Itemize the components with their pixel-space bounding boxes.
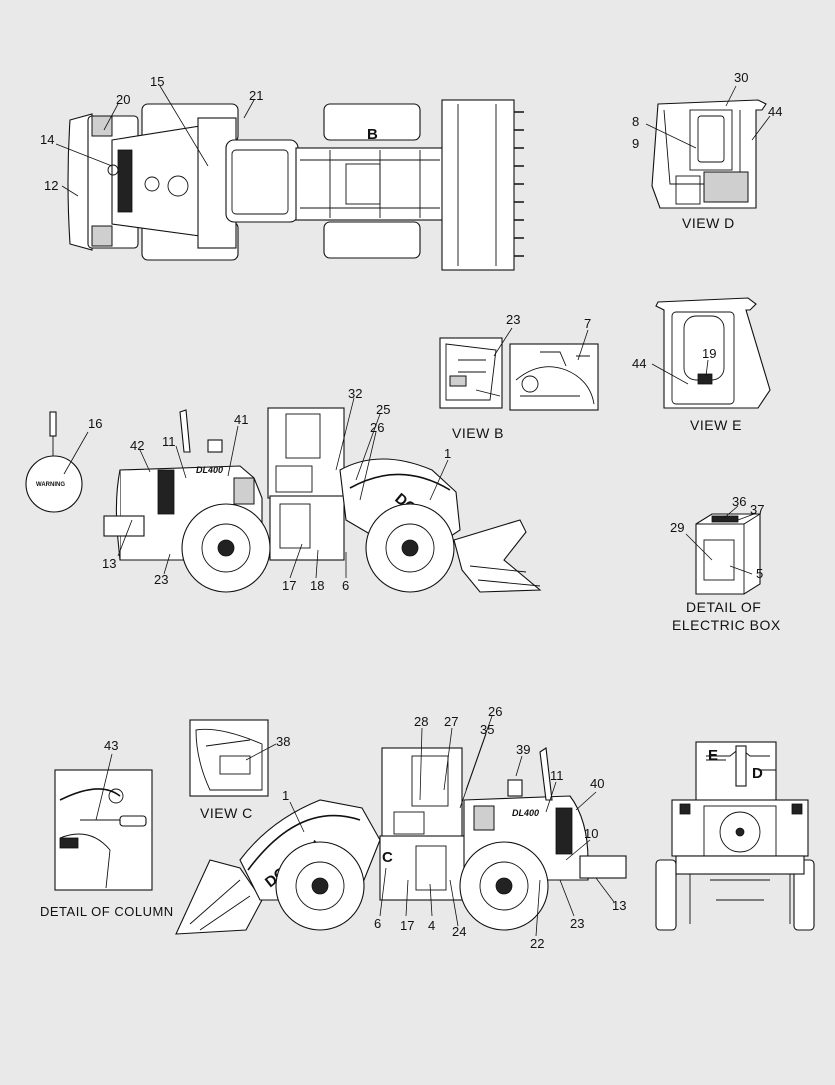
callout-16: 16 [88,416,102,431]
electric-box: 36 37 29 5 DETAIL OF ELECTRIC BOX [670,494,781,633]
callout-5: 5 [756,566,763,581]
model-label-left: DL400 [196,465,223,475]
side-view-left: DOOSAN DL400 32 25 41 26 42 11 1 1 [102,386,542,593]
callout-1-right: 1 [282,788,289,803]
view-b-title: VIEW B [452,425,504,441]
rear-view: E D [655,741,815,931]
callout-42: 42 [130,438,144,453]
callout-36: 36 [732,494,746,509]
callout-21: 21 [249,88,263,103]
callout-41: 41 [234,412,248,427]
callout-30: 30 [734,70,748,85]
callout-12: 12 [44,178,58,193]
callout-11-right: 11 [550,768,564,783]
callout-44-view-e: 44 [632,356,646,371]
callout-18: 18 [310,578,324,593]
view-e-marker: E [708,747,718,764]
warning-tag: 16 WARNING [25,411,102,513]
callout-29: 29 [670,520,684,535]
callout-23-right: 23 [570,916,584,931]
callout-44: 44 [768,104,782,119]
callout-39: 39 [516,742,530,757]
callout-35: 35 [480,722,494,737]
callout-8: 8 [632,114,639,129]
callout-22: 22 [530,936,544,951]
svg-text:B: B [367,126,378,143]
warning-tag-text: WARNING [36,482,65,488]
view-d-title: VIEW D [682,215,735,231]
top-view: B 20 15 21 14 12 [40,74,524,271]
callout-10: 10 [584,826,598,841]
detail-of-column: 43 DETAIL OF COLUMN [40,738,174,919]
callout-40: 40 [590,776,604,791]
callout-9: 9 [632,136,639,151]
callout-1-left: 1 [444,446,451,461]
callout-23-left: 23 [154,572,168,587]
svg-text:C: C [382,849,393,866]
callout-13-left: 13 [102,556,116,571]
view-e: 44 19 VIEW E [632,297,771,433]
callout-17-left: 17 [282,578,296,593]
callout-4: 4 [428,918,435,933]
callout-43: 43 [104,738,118,753]
callout-7: 7 [584,316,591,331]
callout-38: 38 [276,734,290,749]
callout-17-right: 17 [400,918,414,933]
view-d: 30 8 9 44 VIEW D [632,70,782,231]
callout-26-left: 26 [370,420,384,435]
view-c-title: VIEW C [200,805,253,821]
view-c: 38 VIEW C [189,719,290,821]
callout-14: 14 [40,132,54,147]
callout-23-view-b: 23 [506,312,520,327]
electric-box-title-1: DETAIL OF [686,599,761,615]
callout-24: 24 [452,924,466,939]
callout-25: 25 [376,402,390,417]
view-d-marker: D [752,765,763,782]
callout-32: 32 [348,386,362,401]
callout-26-right: 26 [488,704,502,719]
callout-15: 15 [150,74,164,89]
view-e-title: VIEW E [690,417,742,433]
callout-13-right: 13 [612,898,626,913]
callout-11-left: 11 [162,434,176,449]
electric-box-title-2: ELECTRIC BOX [672,617,781,633]
side-view-right: DOOSAN DL400 C [175,704,627,951]
callout-37: 37 [750,502,764,517]
model-label-right: DL400 [512,808,539,818]
callout-20: 20 [116,92,130,107]
view-b: 23 7 VIEW B [439,312,599,441]
callout-27: 27 [444,714,458,729]
detail-of-column-title: DETAIL OF COLUMN [40,904,174,919]
callout-19: 19 [702,346,716,361]
callout-6-left: 6 [342,578,349,593]
callout-28: 28 [414,714,428,729]
callout-6-right: 6 [374,916,381,931]
